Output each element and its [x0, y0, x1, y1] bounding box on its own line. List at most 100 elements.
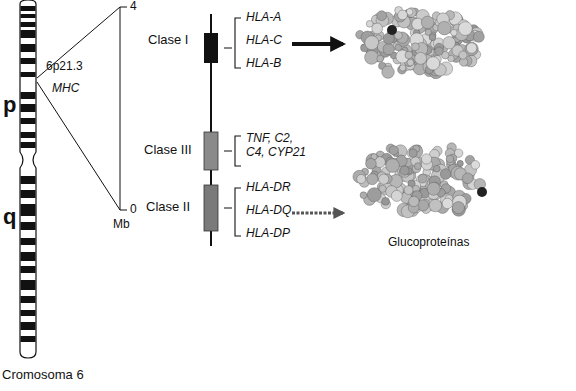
gene-name: HLA-C	[246, 34, 282, 48]
atom-sphere	[466, 43, 476, 53]
atom-sphere	[407, 59, 414, 66]
atom-sphere	[365, 36, 379, 50]
atom-sphere	[360, 192, 367, 199]
atom-sphere	[398, 10, 408, 20]
atom-sphere	[400, 166, 409, 175]
atom-sphere	[409, 145, 422, 158]
gene-map	[204, 14, 218, 246]
gene-name: HLA-DQ	[246, 204, 291, 218]
class-label: Clase II	[146, 200, 190, 215]
chromosome-band	[21, 336, 36, 342]
arrow	[292, 42, 343, 46]
atom-sphere	[421, 154, 431, 164]
chromosome-band	[21, 6, 36, 11]
atom-sphere	[377, 55, 384, 62]
chromosome-band	[21, 176, 36, 184]
gene-name: HLA-DR	[246, 181, 291, 195]
chromosome-band	[21, 322, 36, 330]
atom-sphere	[382, 197, 390, 205]
atom-sphere	[404, 186, 413, 195]
scale-value: 4	[130, 0, 137, 14]
atom-sphere	[462, 173, 473, 184]
atom-sphere	[366, 20, 373, 27]
chromosome-band	[21, 118, 36, 124]
atom-sphere	[372, 23, 383, 34]
class-i-block	[204, 33, 218, 63]
atom-sphere	[418, 174, 427, 183]
chromosome-band	[21, 72, 36, 77]
chromosome-band	[21, 44, 36, 52]
chromosome-band	[21, 238, 36, 245]
arm-label: p	[3, 92, 16, 117]
atom-sphere	[367, 174, 378, 185]
scale-value: 0	[130, 203, 137, 217]
atom-sphere	[435, 47, 443, 55]
class-label: Clase I	[148, 33, 188, 48]
region-label: MHC	[52, 82, 79, 96]
atom-sphere	[365, 50, 379, 64]
scale-unit: Mb	[113, 218, 130, 232]
atom-sphere	[379, 174, 389, 184]
atom-sphere	[442, 198, 452, 208]
figure-label: Cromosoma 6	[2, 368, 84, 383]
atom-sphere	[391, 190, 402, 201]
protein-structure	[356, 6, 485, 78]
atom-sphere	[429, 199, 442, 212]
atom-sphere	[427, 182, 440, 195]
chromosome-band	[21, 142, 36, 148]
class-label: Clase III	[144, 143, 192, 158]
band-label: 6p21.3	[46, 60, 83, 74]
chromosome-band	[21, 310, 36, 316]
atom-sphere	[389, 146, 398, 155]
chromosome-band	[21, 22, 36, 27]
atom-sphere	[398, 65, 407, 74]
class-iii-block	[204, 132, 218, 170]
atom-sphere	[414, 163, 421, 170]
arrow	[292, 212, 343, 215]
chromosome-band	[21, 104, 36, 112]
chromosome-band	[21, 296, 36, 303]
chromosome-band	[21, 190, 36, 198]
atom-sphere	[443, 36, 456, 49]
atom-sphere	[382, 66, 395, 79]
atom-sphere	[452, 202, 464, 214]
atom-sphere	[438, 21, 452, 35]
chromosome-band	[21, 58, 36, 64]
atom-sphere	[353, 170, 366, 183]
atom-sphere	[377, 11, 387, 21]
atom-sphere	[429, 34, 436, 41]
atom-sphere	[409, 149, 417, 157]
atom-sphere	[367, 188, 381, 202]
atom-sphere	[421, 16, 434, 29]
atom-sphere	[383, 43, 394, 54]
atom-sphere	[407, 8, 417, 18]
atom-sphere	[386, 159, 400, 173]
atom-sphere	[471, 161, 480, 170]
chromosome-band	[21, 222, 36, 230]
chromosome-outline	[20, 0, 36, 358]
atom-sphere	[446, 155, 454, 163]
chromosome-band	[21, 92, 36, 99]
mb-scale	[120, 7, 127, 210]
class-ii-block	[204, 185, 218, 231]
gene-name: HLA-B	[246, 57, 281, 71]
atom-sphere	[415, 52, 427, 64]
peptide-mark	[477, 187, 487, 197]
zoom-line	[37, 82, 120, 210]
arm-label: q	[3, 204, 16, 229]
atom-sphere	[433, 165, 440, 172]
brackets	[224, 18, 241, 236]
atom-sphere	[357, 174, 366, 183]
atom-sphere	[366, 158, 377, 169]
protein-structure	[353, 143, 487, 218]
chromosome-band	[21, 30, 36, 38]
atom-sphere	[399, 65, 405, 71]
atom-sphere	[426, 57, 439, 70]
peptide-mark	[387, 25, 397, 35]
chromosome-band	[21, 204, 36, 216]
atom-sphere	[473, 31, 484, 42]
atom-sphere	[412, 43, 420, 51]
atom-sphere	[458, 22, 472, 36]
atom-sphere	[405, 51, 413, 59]
